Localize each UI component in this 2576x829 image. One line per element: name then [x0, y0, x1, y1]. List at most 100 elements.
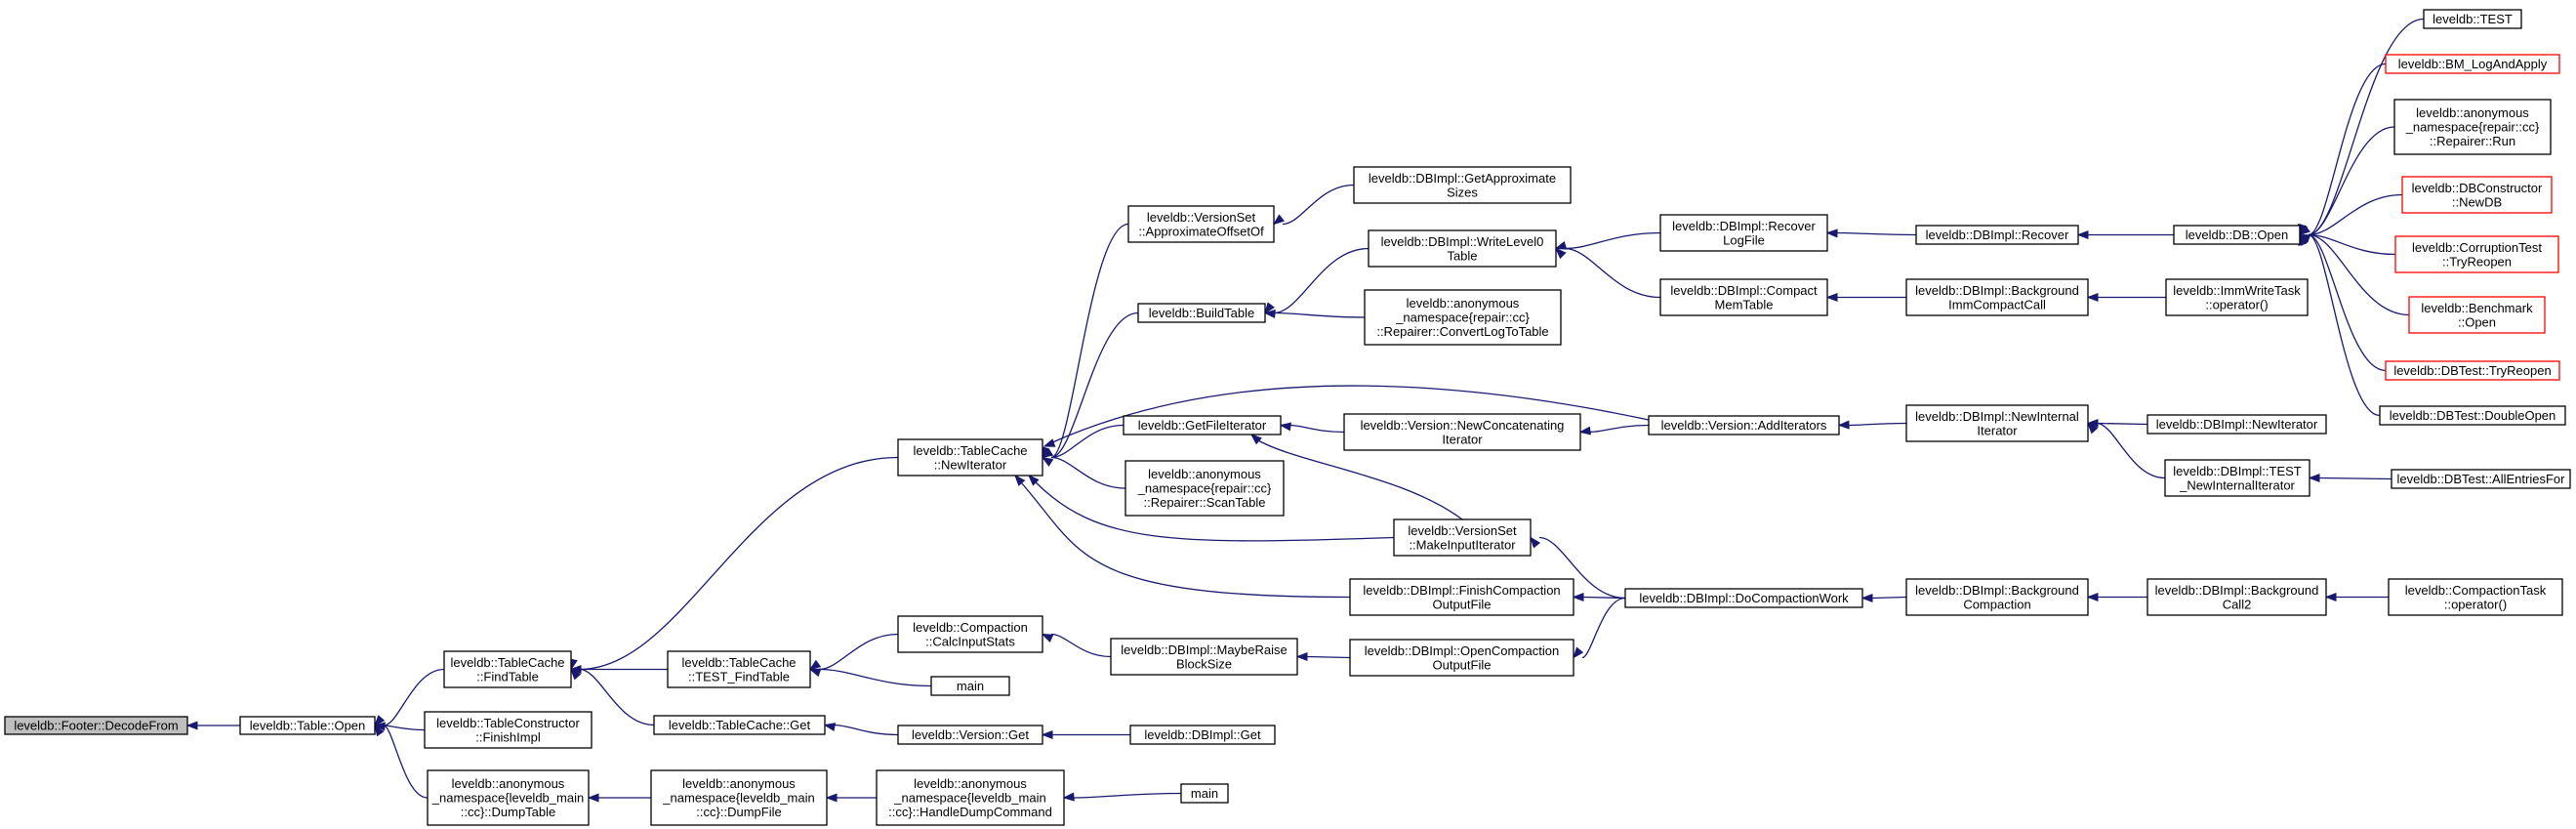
node-label: leveldb::DBImpl::WriteLevel0 — [1381, 234, 1544, 249]
edge-db-compactmem-to-db-writelevel0 — [1555, 247, 1661, 299]
edge-line — [1582, 596, 1626, 600]
edge-tc-get-to-tc-findtable — [570, 668, 655, 726]
edge-arrowhead — [808, 659, 822, 671]
edge-arrowhead — [1825, 292, 1838, 303]
node-box — [1349, 639, 1574, 677]
node-dbtest-tryreopen[interactable]: leveldb::DBTest::TryReopen — [2385, 360, 2560, 381]
node-box — [2164, 459, 2310, 497]
edge-line — [1871, 596, 1907, 600]
edge-arrowhead — [808, 668, 822, 678]
edge-db-docompaction-to-vs-makeinput — [1530, 536, 1626, 600]
edge-arrowhead — [1014, 474, 1026, 486]
node-box — [2391, 469, 2571, 489]
node-repair-convertlog[interactable]: leveldb::anonymous_namespace{repair::cc}… — [1364, 289, 1562, 346]
edge-table-open-to-footer-decode — [185, 721, 240, 730]
node-box — [876, 769, 1065, 826]
node-label: leveldb::DBTest::DoubleOpen — [2390, 408, 2556, 423]
edge-db-maybeRaise-to-comp-calcinput — [1041, 633, 1112, 658]
node-vs-makeinput[interactable]: leveldb::VersionSet::MakeInputIterator — [1393, 518, 1532, 557]
edge-arrowhead — [2087, 422, 2099, 435]
edge-arrowhead — [2076, 229, 2089, 240]
node-main2[interactable]: main — [1180, 783, 1229, 804]
node-label: _namespace{leveldb_main — [893, 791, 1045, 806]
node-box — [2401, 176, 2553, 214]
node-db-bgimm[interactable]: leveldb::DBImpl::BackgroundImmCompactCal… — [1905, 278, 2089, 316]
node-bench-open[interactable]: leveldb::Benchmark::Open — [2408, 296, 2546, 334]
node-label: leveldb::Table::Open — [250, 719, 366, 733]
node-box — [1368, 229, 1557, 268]
edge-line — [1050, 424, 1124, 459]
node-db-get[interactable]: leveldb::DBImpl::Get — [1129, 725, 1276, 745]
node-label: leveldb::anonymous — [1407, 296, 1520, 311]
node-table-open[interactable]: leveldb::Table::Open — [239, 716, 376, 735]
node-dbtest-allentries[interactable]: leveldb::DBTest::AllEntriesFor — [2391, 469, 2571, 489]
node-test[interactable]: leveldb::TEST — [2423, 9, 2522, 29]
node-main1[interactable]: main — [930, 676, 1010, 696]
node-box — [2393, 99, 2552, 155]
node-anon-dumpfile[interactable]: leveldb::anonymous_namespace{leveldb_mai… — [650, 769, 828, 826]
edge-anon-handledump-to-anon-dumpfile — [825, 793, 877, 803]
edge-line — [1020, 481, 1351, 599]
node-tc-get[interactable]: leveldb::TableCache::Get — [653, 715, 826, 735]
node-label: leveldb::DBImpl::DoCompactionWork — [1639, 591, 1849, 605]
edge-arrowhead — [570, 668, 582, 681]
node-tc-newiter[interactable]: leveldb::TableCache::NewIterator — [897, 438, 1043, 477]
node-anon-dumptable[interactable]: leveldb::anonymous_namespace{leveldb_mai… — [427, 769, 590, 826]
edge-arrowhead — [1264, 302, 1275, 314]
node-label: ::Repairer::ConvertLogToTable — [1376, 324, 1548, 339]
node-db-opencomp[interactable]: leveldb::DBImpl::OpenCompactionOutputFil… — [1349, 639, 1574, 677]
node-anon-handledump[interactable]: leveldb::anonymous_namespace{leveldb_mai… — [876, 769, 1065, 826]
edge-db-recover-to-db-recoverlog — [1825, 228, 1917, 238]
node-corrupt-tryreopen[interactable]: leveldb::CorruptionTest::TryReopen — [2394, 235, 2559, 273]
node-db-docompaction[interactable]: leveldb::DBImpl::DoCompactionWork — [1624, 588, 1863, 608]
node-repair-run[interactable]: leveldb::anonymous_namespace{repair::cc}… — [2393, 99, 2552, 155]
node-buildtable[interactable]: leveldb::BuildTable — [1137, 303, 1266, 323]
node-bm-logapply[interactable]: leveldb::BM_LogAndApply — [2385, 54, 2560, 74]
edge-anon-dumpfile-to-anon-dumptable — [587, 793, 651, 803]
node-label: ::cc}::DumpTable — [461, 805, 556, 819]
node-label: ::operator() — [2205, 297, 2268, 311]
node-label: ::Repairer::Run — [2430, 134, 2515, 148]
node-comp-calcinput[interactable]: leveldb::Compaction::CalcInputStats — [897, 615, 1043, 653]
edge-line — [1282, 184, 1355, 226]
node-box — [424, 711, 593, 749]
node-box — [2408, 296, 2546, 334]
node-tconstr-finish[interactable]: leveldb::TableConstructor::FinishImpl — [424, 711, 593, 749]
node-db-recover[interactable]: leveldb::DBImpl::Recover — [1915, 225, 2079, 245]
node-repair-scantable[interactable]: leveldb::anonymous_namespace{repair::cc}… — [1124, 460, 1285, 517]
node-label: leveldb::ImmWriteTask — [2173, 283, 2301, 298]
node-db-finishcomp[interactable]: leveldb::DBImpl::FinishCompactionOutputF… — [1349, 578, 1574, 616]
node-tc-findtable[interactable]: leveldb::TableCache::FindTable — [443, 650, 572, 688]
node-version-additer[interactable]: leveldb::Version::AddIterators — [1648, 415, 1840, 435]
node-vs-approx[interactable]: leveldb::VersionSet::ApproximateOffsetOf — [1127, 205, 1275, 243]
edge-arrowhead — [374, 715, 386, 727]
node-version-get[interactable]: leveldb::Version::Get — [897, 725, 1043, 745]
node-getfileiter[interactable]: leveldb::GetFileIterator — [1123, 415, 1282, 435]
node-label: leveldb::anonymous — [1148, 467, 1261, 481]
edge-arrowhead — [2308, 473, 2320, 483]
node-db-newinternal[interactable]: leveldb::DBImpl::NewInternalIterator — [1905, 404, 2089, 442]
node-immwrite-op[interactable]: leveldb::ImmWriteTask::operator() — [2165, 278, 2309, 316]
node-db-newiterator[interactable]: leveldb::DBImpl::NewIterator — [2147, 414, 2327, 435]
node-db-test-newinternal[interactable]: leveldb::DBImpl::TEST_NewInternalIterato… — [2164, 459, 2310, 497]
node-box — [2147, 414, 2327, 435]
edge-line — [1288, 424, 1345, 434]
node-dbconstr-newdb[interactable]: leveldb::DBConstructor::NewDB — [2401, 176, 2553, 214]
node-dbtest-doubleopen[interactable]: leveldb::DBTest::DoubleOpen — [2379, 405, 2566, 426]
node-db-open[interactable]: leveldb::DB::Open — [2173, 225, 2301, 245]
node-version-newconcat[interactable]: leveldb::Version::NewConcatenatingIterat… — [1343, 413, 1581, 451]
node-tc-testfind[interactable]: leveldb::TableCache::TEST_FindTable — [667, 650, 811, 688]
node-box — [1127, 205, 1275, 243]
node-box — [1393, 518, 1532, 557]
node-box — [4, 716, 188, 735]
node-comptask-op[interactable]: leveldb::CompactionTask::operator() — [2388, 578, 2563, 616]
